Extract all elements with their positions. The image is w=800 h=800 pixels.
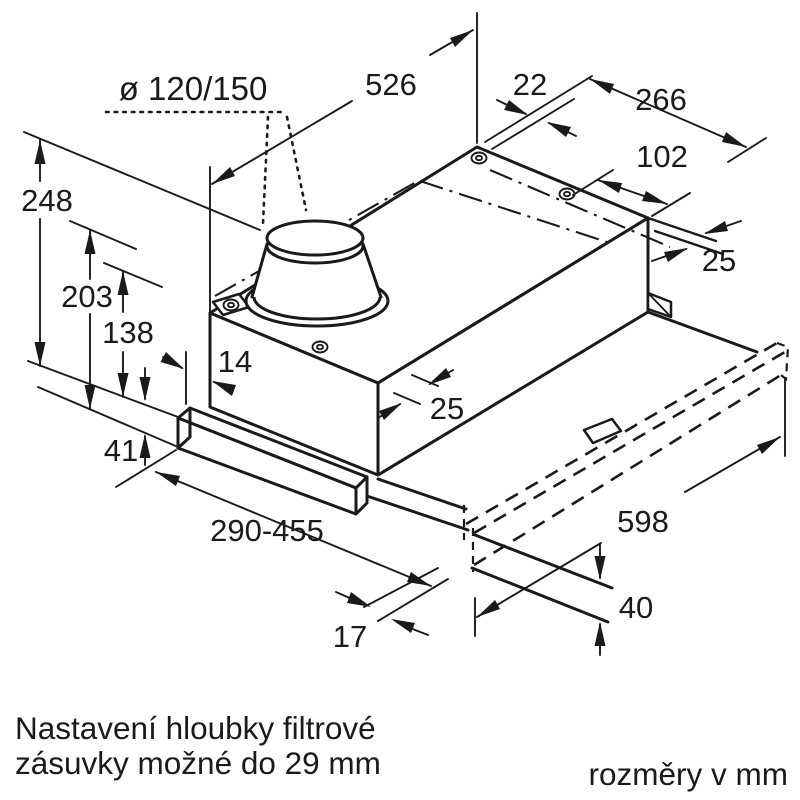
dimension-14: 14 xyxy=(160,344,252,405)
dim-266-label: 266 xyxy=(635,82,687,117)
dimension-102: 102 xyxy=(572,139,691,217)
mounting-holes xyxy=(311,151,576,354)
dimension-598: 598 xyxy=(474,377,786,637)
dimension-40: 40 xyxy=(594,544,653,656)
back-flange-line-2 xyxy=(653,229,725,256)
front-panel-bottom-edge xyxy=(470,566,610,624)
back-flange-line-1 xyxy=(646,216,718,243)
dim-25-front-label: 25 xyxy=(430,391,464,426)
diameter-leader-1 xyxy=(261,115,270,226)
drawer-top-edge-front xyxy=(473,350,786,535)
dim-17-label: 17 xyxy=(333,619,367,654)
collar-cone-left xyxy=(250,242,269,299)
centerline-holes xyxy=(489,169,671,248)
dim-203-label: 203 xyxy=(61,279,113,314)
bottom-frame-right-edge xyxy=(646,310,759,354)
diameter-leader-2 xyxy=(285,115,308,212)
right-mounting-bracket xyxy=(646,291,673,319)
drawer-pullout-dashed xyxy=(462,341,790,572)
note-line-1: Nastavení hloubky filtrové xyxy=(15,710,376,746)
drawer-lip-top xyxy=(376,477,468,511)
dim-290-455-label: 290-455 xyxy=(210,513,324,548)
drawer-end-cap xyxy=(776,341,790,382)
drawer-bottom-edge xyxy=(473,373,782,567)
dimension-25-right: 25 xyxy=(651,220,742,278)
dimension-248: 248 xyxy=(21,131,261,418)
dimension-266: 266 xyxy=(589,78,767,163)
drawer-top-edge-back xyxy=(465,341,778,526)
collar-rim-top xyxy=(265,219,365,257)
front-panel-top-edge xyxy=(473,533,614,590)
dim-25-right-label: 25 xyxy=(702,243,736,278)
dimension-203: 203 xyxy=(37,220,179,448)
dim-102-label: 102 xyxy=(636,139,688,174)
drawer-lip-bottom xyxy=(365,494,470,532)
centerline-main xyxy=(419,180,611,244)
dimension-22: 22 xyxy=(484,67,593,150)
dimension-41: 41 xyxy=(104,367,151,468)
dimension-526: 526 xyxy=(209,12,478,351)
duct-collar xyxy=(244,219,390,328)
note-line-2: zásuvky možné do 29 mm xyxy=(15,745,381,781)
dimension-diameter: ø 120/150 xyxy=(104,70,308,226)
dim-248-label: 248 xyxy=(21,183,73,218)
drawer-switch xyxy=(582,417,623,445)
dim-diameter-label: ø 120/150 xyxy=(119,70,268,107)
notes: Nastavení hloubky filtrové zásuvky možné… xyxy=(15,710,788,792)
dim-526-label: 526 xyxy=(365,67,417,102)
dim-598-label: 598 xyxy=(617,504,669,539)
dimension-25-front: 25 xyxy=(377,368,464,426)
units-note: rozměry v mm xyxy=(589,756,789,792)
dim-138-label: 138 xyxy=(102,315,154,350)
dimension-290-455: 290-455 xyxy=(115,449,432,587)
dim-40-label: 40 xyxy=(619,590,653,625)
pullout-handle-bar xyxy=(176,406,614,624)
dim-41-label: 41 xyxy=(104,433,138,468)
dim-22-label: 22 xyxy=(513,67,547,102)
dimension-17: 17 xyxy=(333,567,449,654)
hood-left-face xyxy=(208,311,380,477)
dim-14-label: 14 xyxy=(218,344,252,379)
dimension-138: 138 xyxy=(102,262,163,398)
collar-cone-right xyxy=(361,242,383,299)
